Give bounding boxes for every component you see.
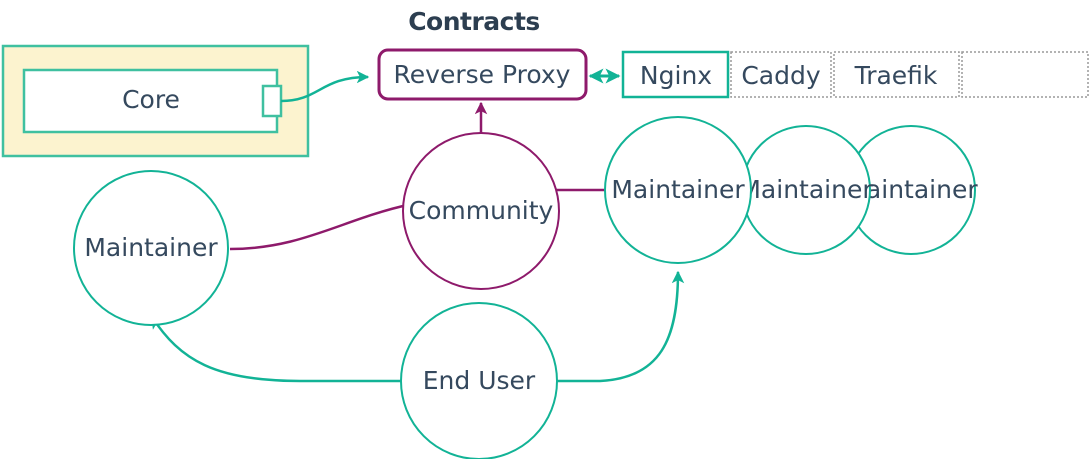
edge-end-user-to-maintainer-left xyxy=(150,315,402,383)
community-node[interactable]: Community xyxy=(402,132,560,290)
table-cell-label-nginx: Nginx xyxy=(640,61,712,90)
end-user-circle[interactable] xyxy=(400,302,558,459)
core-node[interactable]: Core xyxy=(22,68,283,134)
maintainer-2-label: Maintainer xyxy=(739,175,873,204)
table-cell-traefik[interactable] xyxy=(833,51,960,98)
core-label: Core xyxy=(122,85,180,114)
end-user-label: End User xyxy=(423,366,536,395)
core-box[interactable] xyxy=(22,68,279,134)
maintainer-1-label: Maintainer xyxy=(611,175,745,204)
maintainer-1-node[interactable]: Maintainer xyxy=(604,116,752,264)
core-port[interactable] xyxy=(261,84,283,118)
table-cell-nginx-selected[interactable] xyxy=(621,50,730,99)
edge-community-to-maintainer-left xyxy=(229,204,404,251)
table-cell-label-caddy: Caddy xyxy=(741,61,821,90)
maintainer-left-node[interactable]: Maintainer xyxy=(73,170,229,326)
maintainer-1-circle[interactable] xyxy=(604,116,752,264)
community-circle[interactable] xyxy=(402,132,560,290)
maintainer-left-label: Maintainer xyxy=(84,233,218,262)
maintainer-left-circle[interactable] xyxy=(73,170,229,326)
reverse-proxy-node[interactable]: Reverse Proxy xyxy=(377,48,588,101)
community-label: Community xyxy=(409,196,554,225)
maintainer-group-right: Maintainer Maintainer Maintainer xyxy=(604,116,978,264)
maintainer-2-node[interactable]: Maintainer xyxy=(739,125,873,255)
reverse-proxy-label: Reverse Proxy xyxy=(394,60,571,89)
end-user-node[interactable]: End User xyxy=(400,302,558,459)
edge-core-to-reverse-proxy xyxy=(280,70,370,103)
contracts-title: Contracts xyxy=(408,7,540,36)
edge-end-user-to-maintainer-right xyxy=(557,270,685,383)
proxy-options-table: Nginx Caddy Traefik xyxy=(621,50,1089,99)
reverse-proxy-box[interactable] xyxy=(377,48,588,101)
table-cell-label-traefik: Traefik xyxy=(854,61,938,90)
table-cell-caddy[interactable] xyxy=(730,51,832,98)
table-cell-empty[interactable] xyxy=(961,51,1089,98)
